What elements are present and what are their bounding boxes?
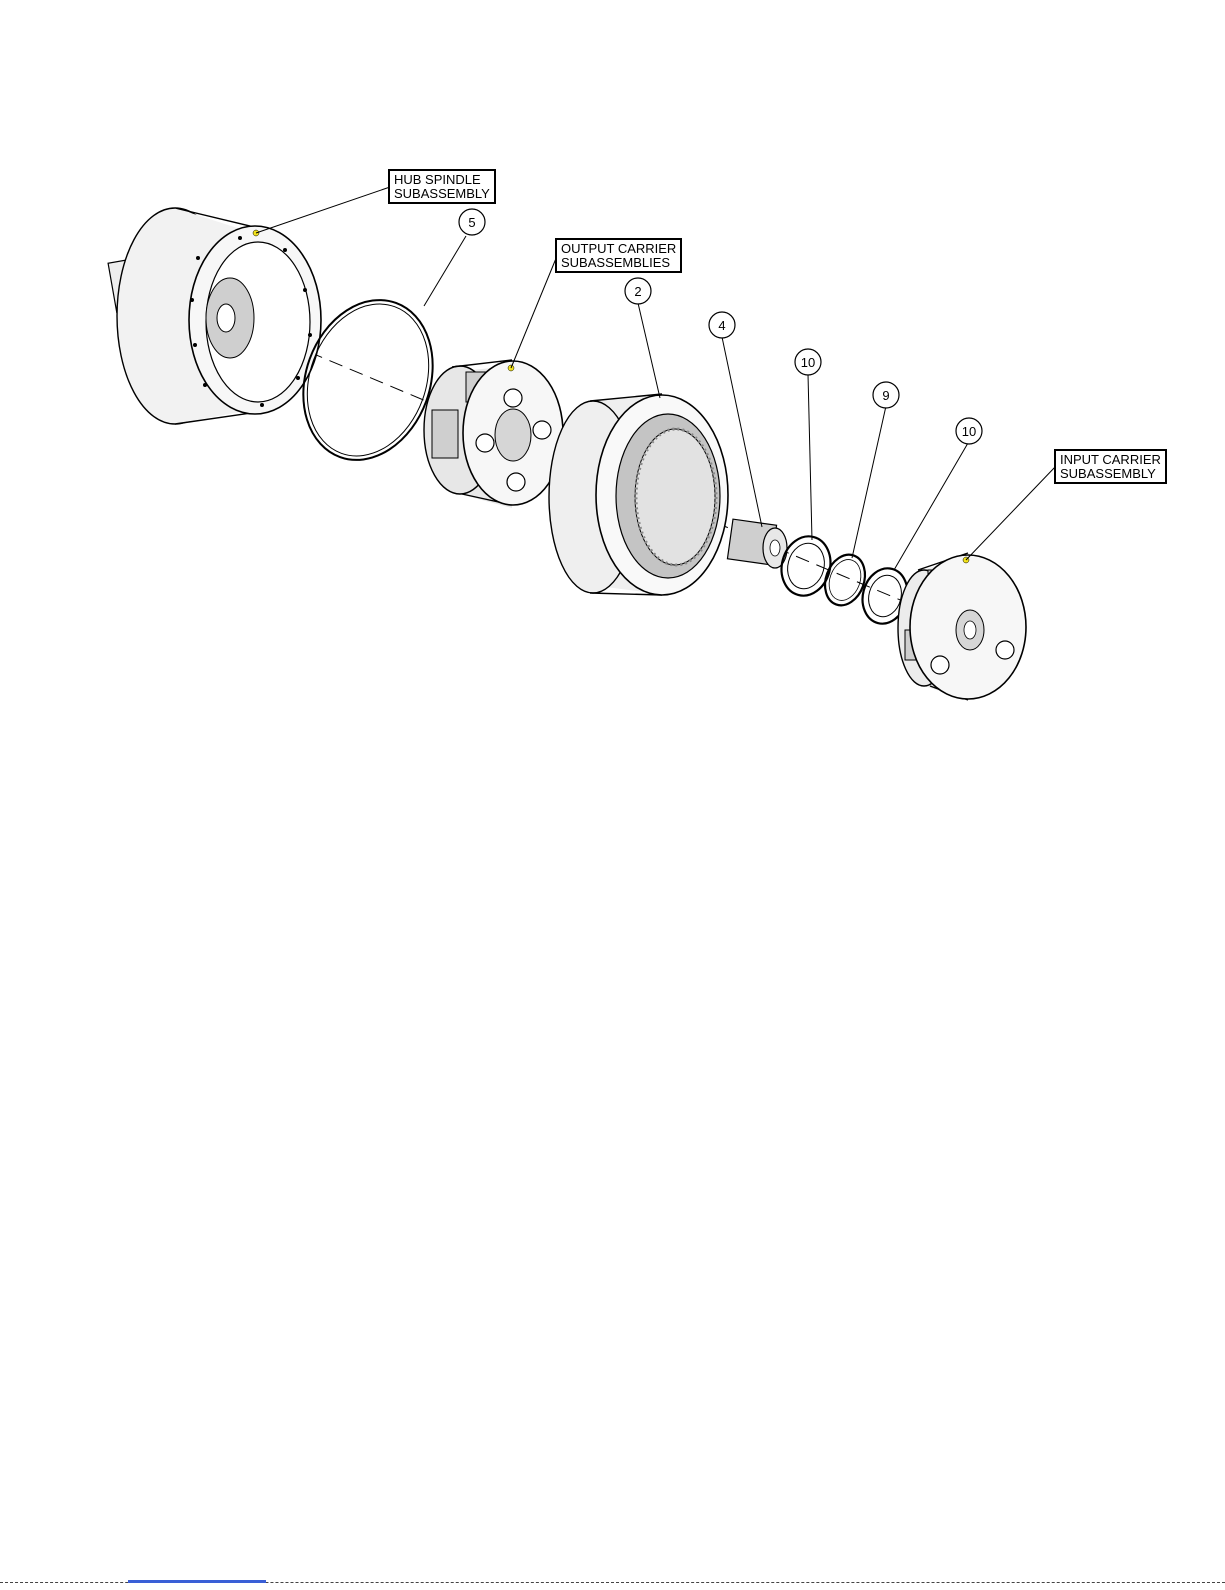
svg-text:4: 4 (718, 318, 725, 333)
output-carrier-part (424, 360, 563, 508)
callout-5: 5 (459, 209, 485, 235)
ring-gear-2-part (549, 394, 728, 595)
input-carrier-part (898, 553, 1026, 700)
svg-text:2: 2 (634, 284, 641, 299)
label-output-carrier-line2: SUBASSEMBLIES (561, 256, 676, 270)
label-input-carrier-subassembly: INPUT CARRIER SUBASSEMBLY (1054, 449, 1167, 484)
label-hub-spindle-subassembly: HUB SPINDLE SUBASSEMBLY (388, 169, 496, 204)
hub-spindle-part (108, 208, 321, 424)
label-output-carrier-subassemblies: OUTPUT CARRIER SUBASSEMBLIES (555, 238, 682, 273)
hub-spindle-marker (253, 230, 259, 236)
svg-text:5: 5 (468, 215, 475, 230)
svg-text:10: 10 (801, 355, 815, 370)
label-hub-spindle-line2: SUBASSEMBLY (394, 187, 490, 201)
sun-gear-4-part (727, 519, 787, 568)
label-output-carrier-line1: OUTPUT CARRIER (561, 242, 676, 256)
callout-9: 9 (873, 382, 899, 408)
label-hub-spindle-line1: HUB SPINDLE (394, 173, 490, 187)
svg-text:10: 10 (962, 424, 976, 439)
svg-text:9: 9 (882, 388, 889, 403)
callout-4: 4 (709, 312, 735, 338)
callout-10-first: 10 (795, 349, 821, 375)
callout-2: 2 (625, 278, 651, 304)
label-input-carrier-line2: SUBASSEMBLY (1060, 467, 1161, 481)
retaining-ring-9-part (818, 549, 871, 611)
footer-link-bar[interactable] (128, 1580, 266, 1583)
label-input-carrier-line1: INPUT CARRIER (1060, 453, 1161, 467)
callout-10-second: 10 (956, 418, 982, 444)
